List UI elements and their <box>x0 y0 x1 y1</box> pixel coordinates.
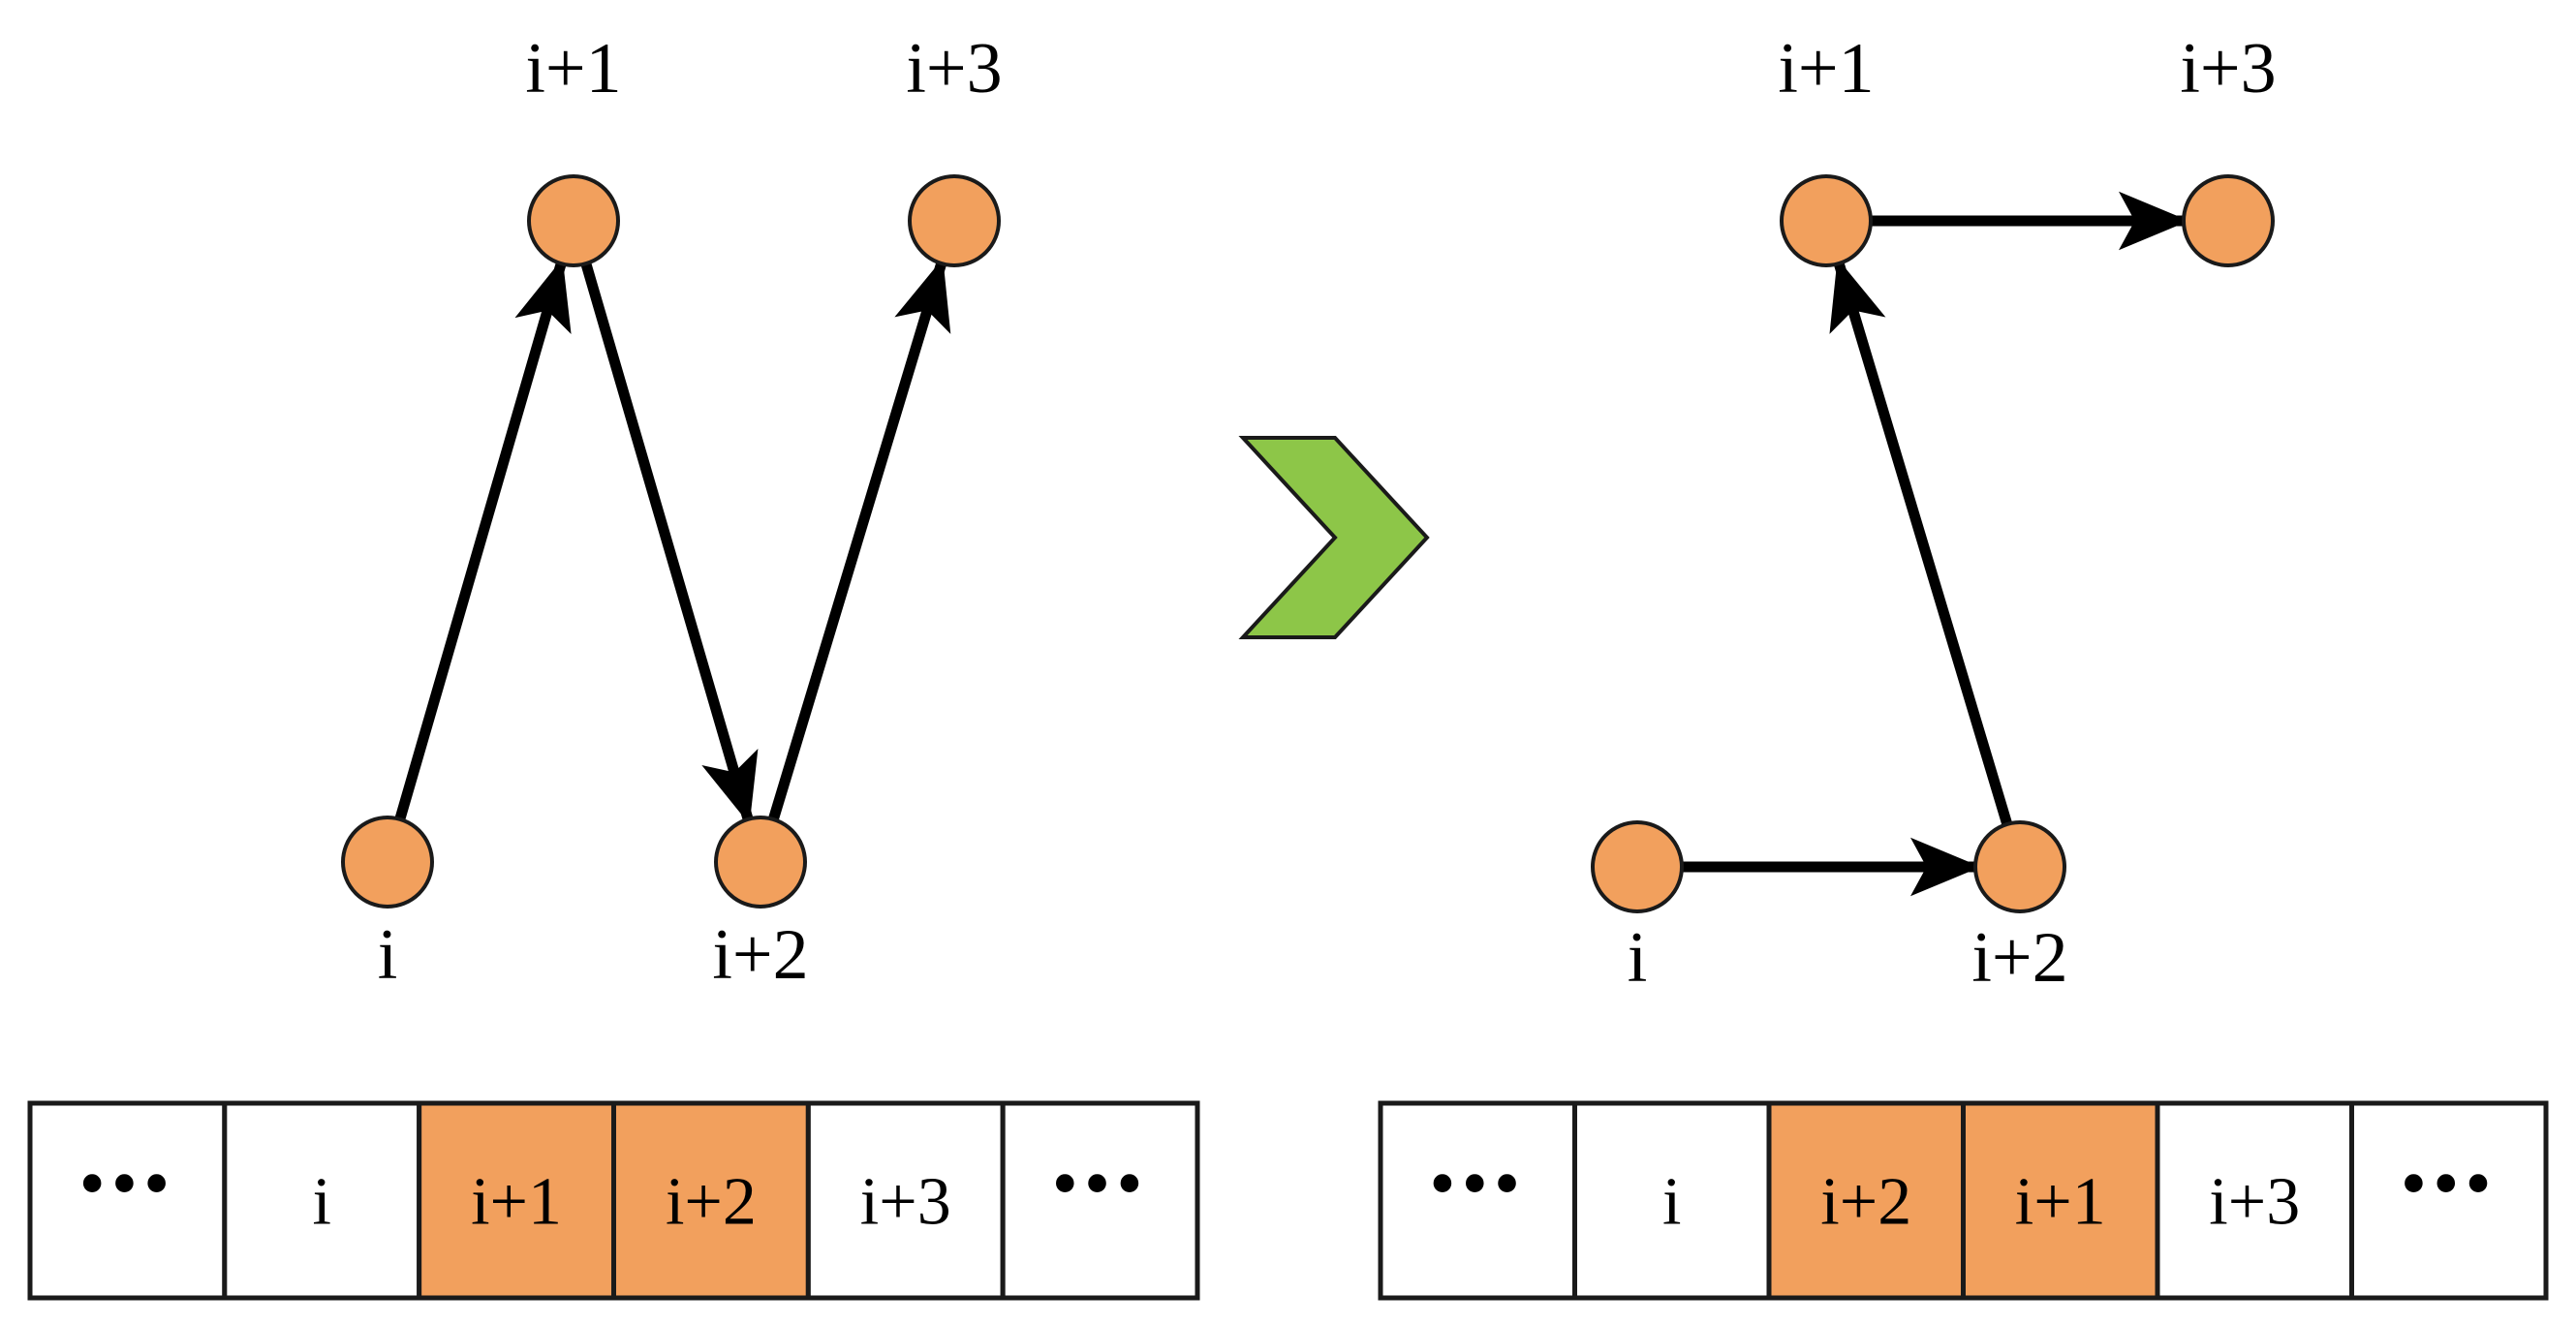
transform-chevron-icon <box>1238 436 1430 639</box>
left-node-label-ip1: i+1 <box>525 29 621 108</box>
right-array-table: ••• i i+2 i+1 i+3 ••• <box>1378 1100 2549 1301</box>
left-node-ip3 <box>908 174 1001 267</box>
left-array-cell-label: i <box>313 1165 331 1240</box>
right-array-cell-label: ••• <box>1429 1141 1526 1225</box>
right-graph-edges <box>1683 191 2189 897</box>
left-node-i <box>341 816 434 909</box>
left-array-table: ••• i i+1 i+2 i+3 ••• <box>27 1100 1200 1301</box>
left-node-ip1 <box>527 174 620 267</box>
right-node-ip1 <box>1780 174 1873 267</box>
right-node-label-ip3: i+3 <box>2180 29 2276 108</box>
right-array-cell[interactable] <box>1961 1100 2160 1301</box>
right-array-cell[interactable] <box>1378 1100 1577 1301</box>
right-node-label-ip1: i+1 <box>1778 29 1874 108</box>
right-array-cell-label: i <box>1662 1165 1681 1240</box>
left-array-cell[interactable] <box>1000 1100 1200 1301</box>
left-graph-edges <box>394 258 951 825</box>
right-array-cell[interactable] <box>1572 1100 1772 1301</box>
left-array-cell-label: ••• <box>1052 1141 1149 1225</box>
left-edge-i-to-ip1 <box>394 258 572 820</box>
left-edge-ip1-to-ip2 <box>580 262 759 825</box>
right-node-label-ip2: i+2 <box>1971 918 2067 998</box>
chevron-right-icon <box>1238 436 1430 639</box>
left-node-label-ip3: i+3 <box>906 29 1002 108</box>
right-graph-node-labels: i i+1 i+2 i+3 <box>1628 29 2277 998</box>
left-array-cell-label: i+2 <box>666 1165 757 1240</box>
right-node-ip2 <box>1973 820 2066 913</box>
left-node-label-ip2: i+2 <box>712 915 808 995</box>
left-edge-ip2-to-ip3 <box>768 258 951 820</box>
right-array-cell[interactable] <box>2155 1100 2354 1301</box>
right-array-cell-label: ••• <box>2401 1141 2498 1225</box>
left-graph-node-labels: i i+1 i+2 i+3 <box>378 29 1003 995</box>
right-array-cell-label: i+1 <box>2015 1165 2106 1240</box>
right-edge-ip2-to-ip1 <box>1829 258 2012 825</box>
right-array-cell-label: i+2 <box>1820 1165 1911 1240</box>
left-node-label-i: i <box>378 915 398 995</box>
right-node-ip3 <box>2182 174 2275 267</box>
right-graph-nodes <box>1591 174 2275 913</box>
left-graph-nodes <box>341 174 1001 909</box>
left-node-ip2 <box>714 816 807 909</box>
left-array-cell-label: i+1 <box>471 1165 562 1240</box>
right-node-label-i: i <box>1628 918 1648 998</box>
left-array-cell-label: i+3 <box>860 1165 951 1240</box>
right-array-cell[interactable] <box>2349 1100 2549 1301</box>
right-node-i <box>1591 820 1684 913</box>
right-array-cell-label: i+3 <box>2209 1165 2300 1240</box>
left-array-cell-label: ••• <box>78 1141 175 1225</box>
